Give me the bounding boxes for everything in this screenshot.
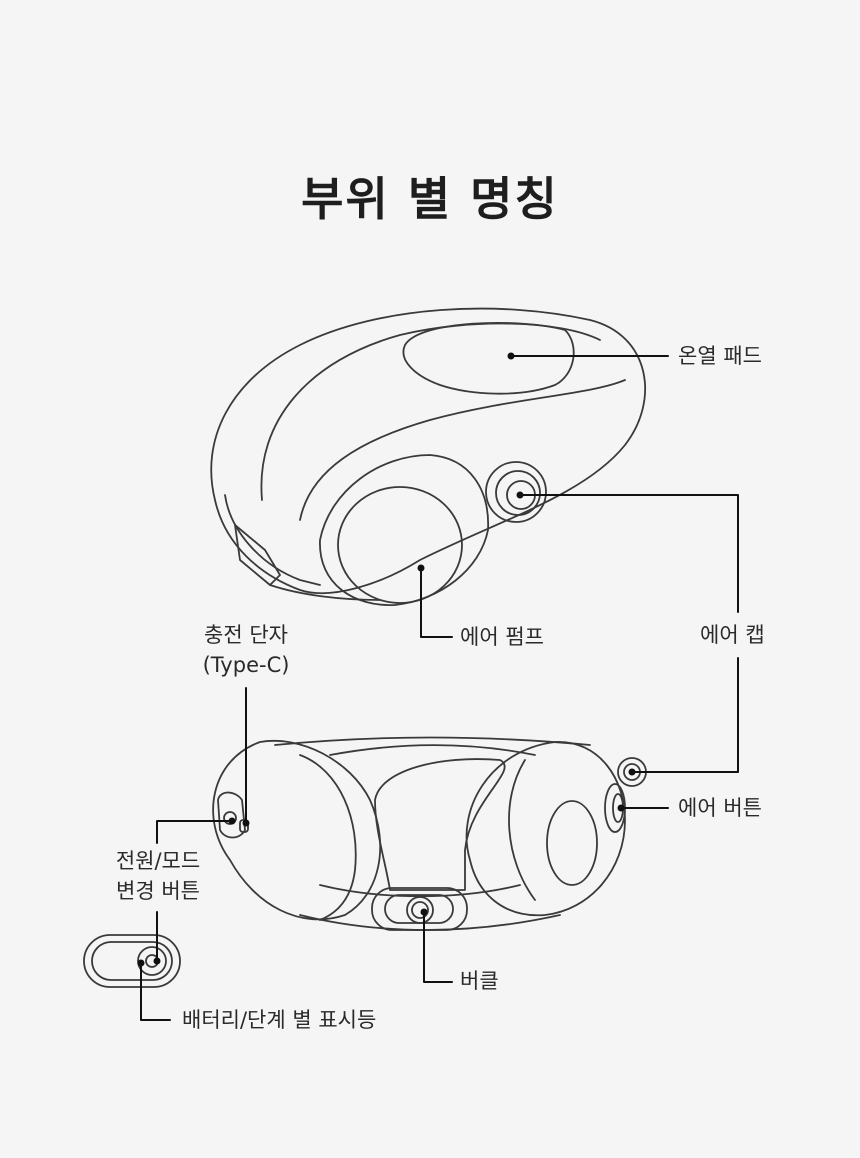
label-air-cap: 에어 캡 <box>700 623 765 647</box>
label-charging-port: 충전 단자 (Type-C) <box>186 620 306 680</box>
power-mode-line2: 변경 버튼 <box>116 879 200 903</box>
label-power-mode: 전원/모드 변경 버튼 <box>98 846 218 906</box>
power-mode-line1: 전원/모드 <box>115 849 201 873</box>
charging-port-line2: (Type-C) <box>202 653 290 677</box>
button-closeup <box>83 934 181 988</box>
label-buckle: 버클 <box>460 969 499 993</box>
device-top-view <box>210 307 646 606</box>
label-heat-pad: 온열 패드 <box>678 344 762 368</box>
air-pump-shape <box>337 486 463 604</box>
label-battery-indicator: 배터리/단계 별 표시등 <box>182 1008 377 1032</box>
device-front-view <box>212 736 647 931</box>
air-cap-shape <box>485 461 547 523</box>
page-title: 부위 별 명칭 <box>301 172 559 226</box>
leader-lines <box>137 352 739 1021</box>
charging-port-line1: 충전 단자 <box>204 623 288 647</box>
label-air-button: 에어 버튼 <box>678 796 762 820</box>
heat-pad-shape <box>402 322 575 395</box>
buckle-shape <box>371 887 468 931</box>
label-air-pump: 에어 펌프 <box>460 625 544 649</box>
